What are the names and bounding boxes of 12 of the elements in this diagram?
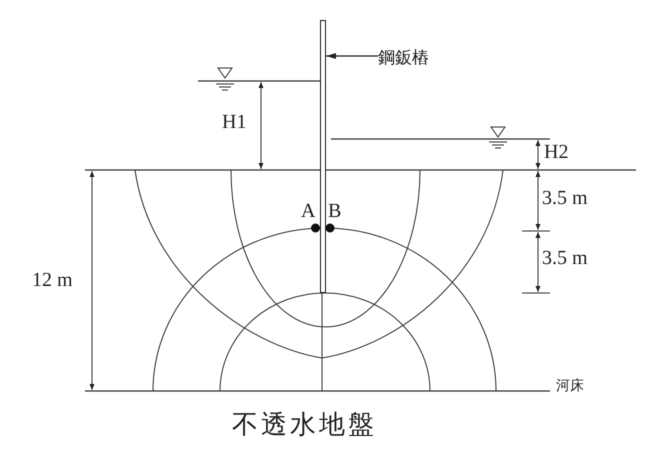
riverbed-label: 河床 [556,380,584,394]
leader-arrow [326,53,378,59]
dimension-label: 12 m [32,270,73,290]
dimension-label: 3.5 m [542,188,588,208]
dimension-label: 3.5 m [542,248,588,268]
sheet-pile [320,20,326,293]
point-label: A [301,201,316,221]
pile-label: 鋼鈑樁 [378,46,429,70]
dimension-label: H1 [222,112,246,132]
caption-label: 不透水地盤 [232,412,377,438]
dimension-label: H2 [544,142,568,162]
point-label: B [328,201,342,221]
